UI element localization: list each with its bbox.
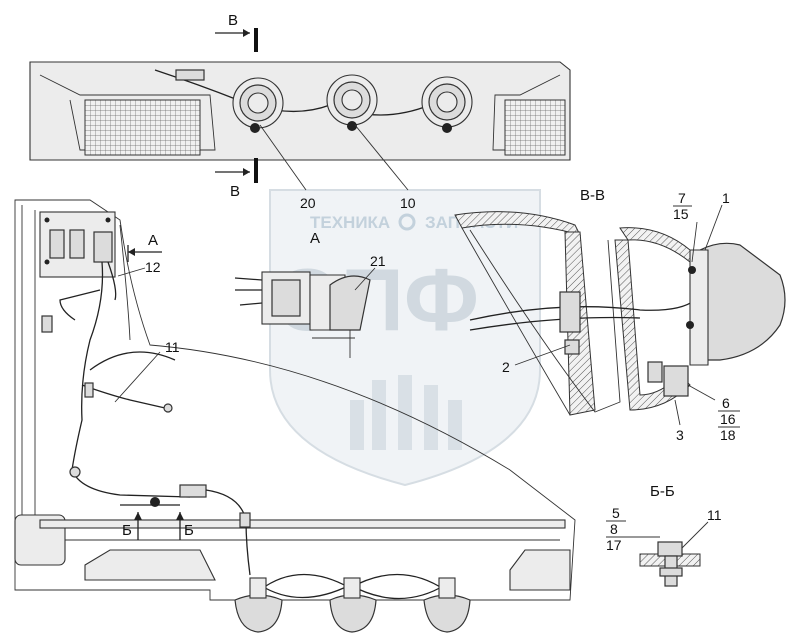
fraction-6-16-18: 6 16 18 xyxy=(718,395,740,443)
work-lamp xyxy=(699,242,786,361)
section-marker-v-bottom: В xyxy=(215,158,258,200)
section-bb-title: Б-Б xyxy=(650,483,675,500)
callout-2: 2 xyxy=(502,359,510,375)
watermark-brand-left: ТЕХНИКА xyxy=(310,213,390,232)
section-bb-detail: Б-Б 11 xyxy=(639,483,722,587)
section-marker-a: А xyxy=(127,232,162,262)
svg-text:Б: Б xyxy=(184,522,194,539)
switch-bolt-head xyxy=(657,541,683,557)
grommet xyxy=(559,291,581,333)
cab-left-wall xyxy=(14,199,576,601)
bottom-lamp-3 xyxy=(423,577,471,633)
section-vv-title: В-В xyxy=(580,187,605,204)
top-roof-panel xyxy=(29,61,571,191)
fraction-5-8-17: 5 8 17 xyxy=(606,505,660,553)
section-vv-detail: В-В xyxy=(454,187,786,426)
svg-text:5: 5 xyxy=(612,505,620,521)
svg-text:В: В xyxy=(228,12,238,29)
section-marker-b-left: Б xyxy=(122,512,142,540)
roof-lamp-2 xyxy=(326,74,378,131)
switch-block xyxy=(93,231,113,263)
wire-connector xyxy=(175,69,205,81)
roof-lamp-1 xyxy=(232,77,284,133)
inline-connector xyxy=(179,484,207,498)
svg-text:18: 18 xyxy=(720,427,736,443)
left-vent-grille xyxy=(84,99,201,156)
gear-icon xyxy=(398,213,416,231)
section-marker-v-top: В xyxy=(215,12,258,52)
view-a-title: А xyxy=(310,230,320,247)
callout-20: 20 xyxy=(300,195,316,211)
svg-text:15: 15 xyxy=(673,206,689,222)
fraction-7-15: 7 15 xyxy=(673,190,692,222)
svg-text:16: 16 xyxy=(720,411,736,427)
callout-3: 3 xyxy=(676,427,684,443)
view-a-detail: А 21 xyxy=(234,230,386,358)
callout-12: 12 xyxy=(145,259,161,275)
callout-1: 1 xyxy=(722,190,730,206)
svg-text:А: А xyxy=(148,232,158,249)
wheat-icon xyxy=(350,375,462,450)
svg-text:7: 7 xyxy=(678,190,686,206)
svg-text:Б: Б xyxy=(122,522,132,539)
callout-11-bb: 11 xyxy=(707,507,722,523)
callout-11-left: 11 xyxy=(165,339,180,355)
svg-text:17: 17 xyxy=(606,537,622,553)
svg-text:В: В xyxy=(230,183,240,200)
roof-lamp-3 xyxy=(421,76,473,133)
bottom-lamps xyxy=(234,573,471,633)
mounting-bolt xyxy=(663,365,689,397)
svg-text:8: 8 xyxy=(610,521,618,537)
svg-text:6: 6 xyxy=(722,395,730,411)
callout-10: 10 xyxy=(400,195,416,211)
right-vent-grille xyxy=(504,99,566,156)
callout-21: 21 xyxy=(370,253,386,269)
section-marker-b-right: Б xyxy=(176,512,194,540)
bottom-lamp-2 xyxy=(329,577,377,633)
bottom-lamp-1 xyxy=(234,577,283,633)
